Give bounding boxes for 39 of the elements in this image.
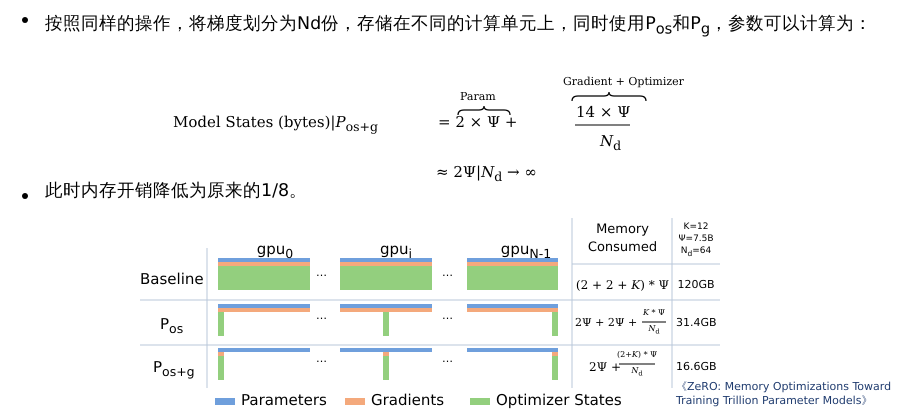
row-label: Baseline — [140, 270, 204, 288]
formula-text: = 2 × Ψ + — [438, 113, 518, 131]
memory-value: 16.6GB — [676, 360, 716, 374]
memory-value: 120GB — [676, 278, 716, 292]
ellipsis: … — [442, 309, 453, 322]
formula-text: 2Ψ + 2Ψ + — [575, 316, 638, 330]
brace-label: Param — [460, 90, 496, 104]
citation-caption: 《ZeRO: Memory Optimizations Toward Training Trillion Parameter Models》 — [676, 380, 892, 409]
formula-text: 2Ψ + — [589, 360, 622, 374]
bullet-text: 此时内存开销降低为原来的1/8。 — [45, 181, 308, 202]
parameter-note: Ψ=7.5B — [677, 234, 715, 245]
formula-text: (2 + 2 + K) * Ψ — [575, 278, 670, 292]
formula-text: ≈ 2Ψ|N$_{d}$ → ∞ — [436, 163, 537, 184]
column-header: gpu$_{N-1}$ — [500, 240, 552, 261]
parameter-note: K=12 — [682, 222, 710, 233]
row-label: P$_{os}$ — [160, 315, 184, 336]
formula-text: (2+K) * Ψ — [617, 350, 657, 360]
ellipsis: … — [316, 266, 327, 280]
column-header: gpu$_{0}$ — [256, 240, 294, 261]
ellipsis: … — [442, 266, 453, 280]
column-header: gpu$_{i}$ — [378, 240, 414, 261]
formula-text: N$_{d}$ — [600, 132, 622, 153]
formula-text: Model States (bytes)|P$_{os+g}$ — [173, 113, 378, 134]
row-label: P$_{os+g}$ — [153, 358, 195, 379]
formula-text: K* Ψ — [642, 308, 666, 318]
formula-text: 14 × Ψ — [576, 103, 630, 121]
ellipsis: … — [442, 352, 453, 366]
memory-value: 31.4GB — [676, 316, 716, 330]
parameter-note: N$_{d}$=64 — [680, 246, 712, 258]
brace-label: Gradient + Optimizer — [563, 75, 684, 88]
formula-text: N$_{d}$ — [647, 324, 661, 336]
legend-label: Parameters — [241, 391, 327, 409]
legend-label: Optimizer States — [496, 391, 622, 409]
column-header: Memory Consumed — [586, 221, 658, 256]
ellipsis: … — [316, 309, 327, 322]
formula-text: N$_{d}$ — [630, 366, 644, 378]
legend-label: Gradients — [371, 391, 444, 409]
bullet-text: 按照同样的操作，将梯度划分为Nd份，存储在不同的计算单元上，同时使用P$_{os}$和P$_{g}$，参数可以计算为： — [45, 13, 874, 40]
ellipsis: … — [316, 352, 327, 366]
